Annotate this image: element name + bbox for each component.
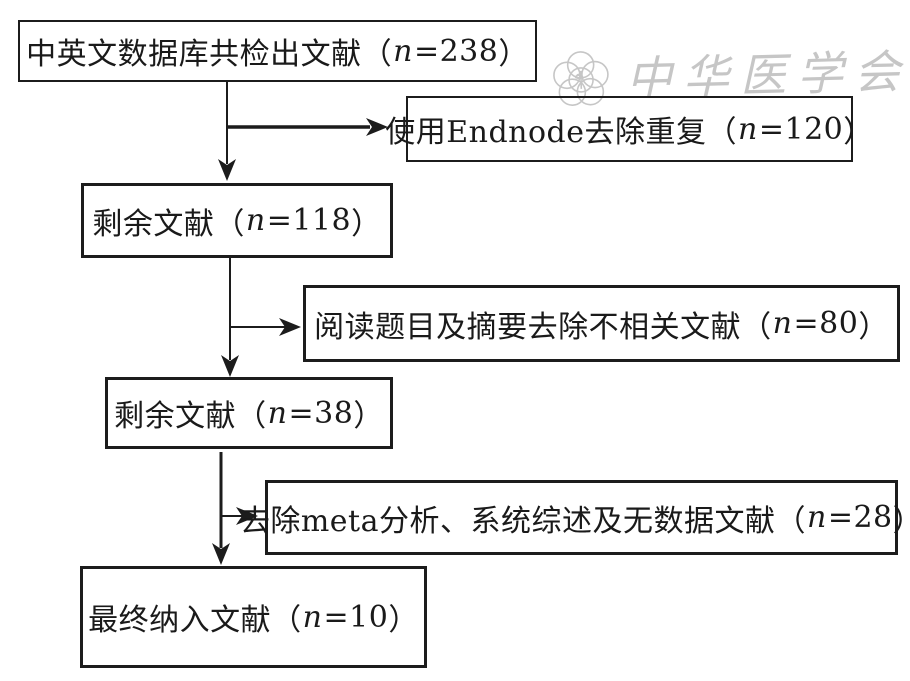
arrowhead-to-deduplicated — [366, 118, 388, 136]
box-label: 阅读题目及摘要去除不相关文献 — [314, 309, 742, 345]
paren-open: （ — [214, 206, 245, 242]
n-variable: n — [245, 203, 266, 238]
count-value: 120 — [784, 111, 844, 147]
arrowhead-to-remaining-1 — [218, 159, 236, 181]
flow-box-included: 最终纳入文献（n=10） — [80, 566, 427, 668]
paren-open: （ — [775, 503, 806, 539]
n-variable: n — [772, 306, 793, 341]
count-value: 238 — [439, 33, 499, 69]
equals-sign: = — [323, 599, 350, 635]
box-label: 使用Endnode去除重复 — [385, 115, 707, 150]
flow-box-remaining-2: 剩余文献（n=38） — [105, 377, 393, 449]
flow-box-exclude-meta: 去除meta分析、系统综述及无数据文献（n=28） — [240, 480, 910, 555]
count-value: 28 — [853, 500, 893, 535]
n-variable: n — [738, 111, 758, 147]
arrowhead-to-screen — [279, 318, 301, 336]
count-value: 38 — [314, 395, 354, 431]
paren-open: （ — [236, 399, 267, 434]
n-variable: n — [267, 395, 288, 431]
paren-close: ） — [843, 115, 874, 150]
box-label: 剩余文献 — [92, 206, 215, 242]
paren-close: ） — [351, 206, 382, 242]
watermark: 中华医学会 — [549, 39, 910, 112]
n-variable: n — [807, 500, 827, 535]
equals-sign: = — [758, 111, 785, 147]
n-variable: n — [393, 33, 413, 69]
flow-box-screen-title-abstract: 阅读题目及摘要去除不相关文献（n=80） — [303, 285, 900, 362]
paren-close: ） — [858, 309, 889, 345]
paren-open: （ — [361, 37, 393, 72]
arrowhead-to-exclude-meta — [236, 507, 258, 525]
box-label: 中英文数据库共检出文献 — [26, 37, 362, 72]
n-variable: n — [302, 599, 323, 635]
box-label: 去除meta分析、系统综述及无数据文献 — [239, 503, 776, 539]
equals-sign: = — [827, 500, 854, 535]
count-value: 80 — [819, 306, 859, 341]
paren-open: （ — [741, 309, 772, 345]
arrowhead-to-included — [212, 543, 230, 565]
equals-sign: = — [793, 306, 820, 341]
equals-sign: = — [413, 33, 440, 69]
flow-box-retrieved: 中英文数据库共检出文献（n=238） — [18, 20, 537, 82]
paren-open: （ — [706, 115, 738, 150]
equals-sign: = — [266, 203, 293, 238]
paren-close: ） — [353, 399, 384, 434]
count-value: 10 — [349, 599, 389, 635]
box-label: 最终纳入文献 — [88, 603, 272, 638]
paren-close: ） — [388, 603, 419, 638]
paren-close: ） — [498, 37, 529, 72]
paren-close: ） — [893, 496, 910, 540]
flow-box-remaining-1: 剩余文献（n=118） — [81, 183, 393, 258]
count-value: 118 — [292, 203, 352, 238]
flow-box-deduplicated: 使用Endnode去除重复（n=120） — [385, 96, 873, 162]
paren-open: （ — [271, 603, 302, 638]
equals-sign: = — [288, 395, 315, 431]
arrowhead-to-remaining-2 — [221, 355, 239, 377]
cma-emblem-icon — [553, 51, 609, 106]
box-label: 剩余文献 — [114, 399, 237, 434]
